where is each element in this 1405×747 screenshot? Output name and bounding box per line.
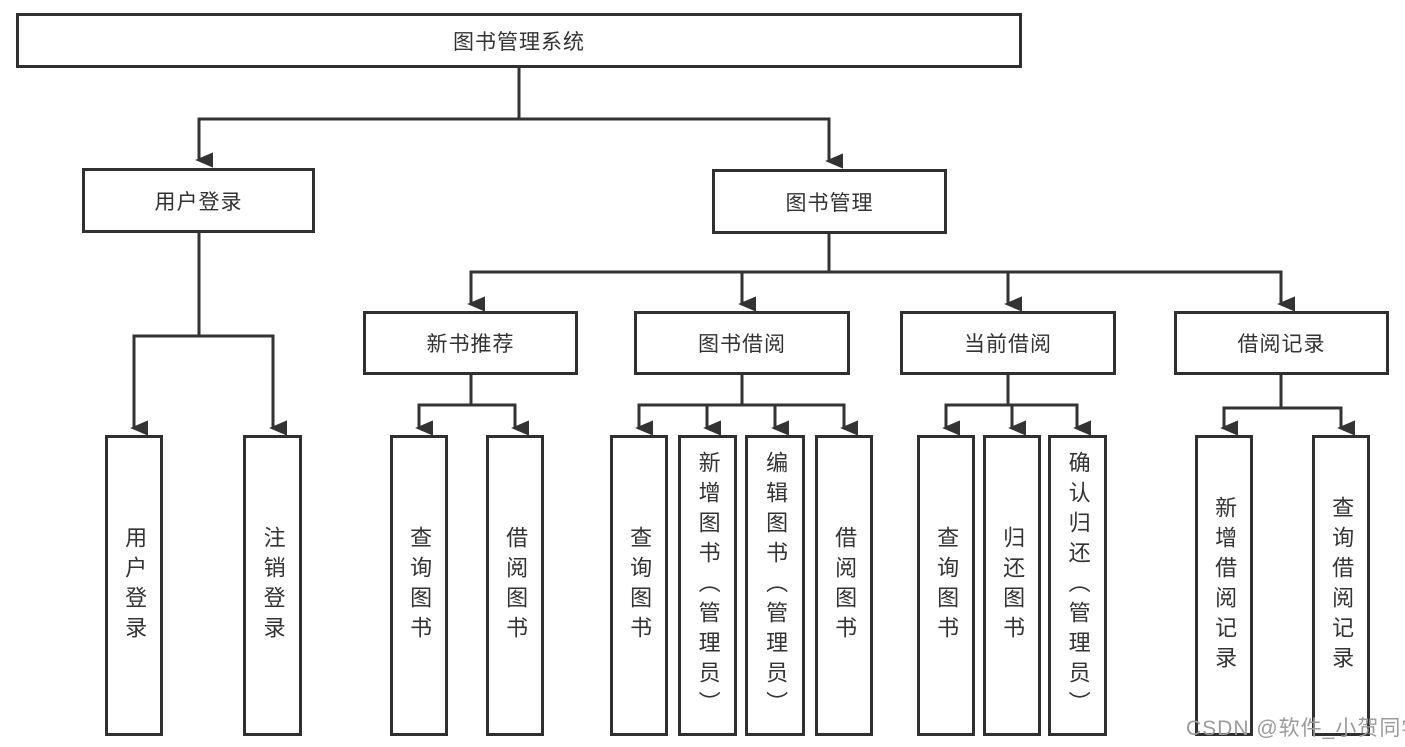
leaf-label: 编辑图书（管理员） — [763, 450, 789, 721]
leaf-records-add: 新增借阅记录 — [1195, 435, 1253, 736]
leaf-records-query: 查询借阅记录 — [1312, 435, 1370, 736]
leaf-label: 查询借阅记录 — [1329, 495, 1355, 676]
node-root: 图书管理系统 — [16, 13, 1022, 68]
leaf-newbooks-query: 查询图书 — [390, 435, 448, 736]
leaf-user-login: 用户登录 — [105, 435, 163, 736]
leaf-label: 查询图书 — [934, 525, 960, 646]
leaf-borrow-book: 借阅图书 — [815, 435, 873, 736]
leaf-label: 用户登录 — [122, 525, 148, 646]
leaf-label: 新增图书（管理员） — [695, 450, 721, 721]
connector-group — [130, 68, 1356, 436]
node-book-borrow: 图书借阅 — [634, 311, 850, 375]
leaf-borrow-add-admin: 新增图书（管理员） — [678, 435, 737, 736]
leaf-current-query: 查询图书 — [917, 435, 975, 736]
node-borrow-records: 借阅记录 — [1174, 311, 1389, 375]
leaf-borrow-query: 查询图书 — [610, 435, 668, 736]
leaf-label: 新增借阅记录 — [1212, 495, 1238, 676]
leaf-label: 查询图书 — [627, 525, 653, 646]
node-book-mgmt: 图书管理 — [712, 169, 947, 234]
leaf-label: 查询图书 — [407, 525, 433, 646]
leaf-label: 归还图书 — [1000, 525, 1026, 646]
csdn-watermark: CSDN @软件_小贺同学 — [1186, 717, 1405, 740]
leaf-logout: 注销登录 — [243, 435, 302, 736]
leaf-label: 确认归还（管理员） — [1065, 450, 1091, 721]
leaf-label: 注销登录 — [260, 525, 286, 646]
node-user-login: 用户登录 — [82, 168, 315, 233]
leaf-label: 借阅图书 — [503, 525, 529, 646]
node-current-borrow: 当前借阅 — [900, 311, 1116, 375]
leaf-borrow-edit-admin: 编辑图书（管理员） — [745, 435, 805, 736]
leaf-current-return: 归还图书 — [983, 435, 1041, 736]
leaf-current-confirm-admin: 确认归还（管理员） — [1048, 435, 1107, 736]
leaf-label: 借阅图书 — [832, 525, 858, 646]
node-new-books: 新书推荐 — [363, 311, 578, 375]
leaf-newbooks-borrow: 借阅图书 — [486, 435, 544, 736]
